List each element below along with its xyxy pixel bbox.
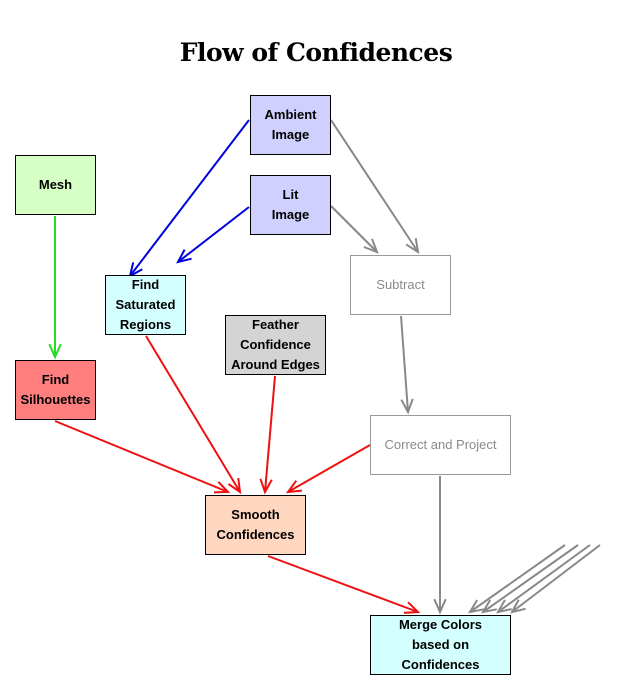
- edge-line: [482, 544, 579, 613]
- edge-line: [177, 206, 250, 263]
- node-subtract: Subtract: [350, 255, 451, 315]
- edge-arrowhead: [176, 249, 192, 264]
- edge-arrowhead: [510, 599, 526, 614]
- node-feather-confidence-label: Feather Confidence Around Edges: [231, 317, 320, 372]
- edge-mesh-to-find-silhouettes: [48, 216, 62, 360]
- node-find-silhouettes: Find Silhouettes: [15, 360, 96, 420]
- edge-ambient-to-subtract: [330, 119, 420, 255]
- node-correct-and-project-label: Correct and Project: [384, 437, 497, 452]
- node-find-saturated-regions: Find Saturated Regions: [105, 275, 186, 335]
- edge-line: [330, 119, 419, 253]
- edge-line: [267, 555, 419, 613]
- edge-arrowhead: [496, 599, 512, 614]
- node-mesh-label: Mesh: [38, 177, 73, 192]
- edge-line: [469, 544, 566, 613]
- edge-smooth-to-merge: [267, 555, 421, 614]
- node-lit-image-label: Lit Image: [271, 187, 310, 222]
- edge-arrowhead: [259, 478, 273, 495]
- edge-arrowhead: [363, 238, 379, 254]
- edge-arrowhead: [400, 398, 414, 415]
- edge-line: [129, 119, 250, 277]
- node-correct-and-project: Correct and Project: [370, 415, 511, 475]
- edge-arrowhead: [405, 238, 420, 255]
- node-feather-confidence: Feather Confidence Around Edges: [225, 315, 326, 375]
- edge-line: [497, 544, 591, 613]
- node-smooth-confidences: Smooth Confidences: [205, 495, 306, 555]
- node-find-saturated-regions-label: Find Saturated Regions: [115, 277, 176, 332]
- edge-correct-project-to-smooth: [285, 444, 371, 494]
- edge-arrowhead: [433, 598, 447, 615]
- edge-off-page-to-merge: [510, 544, 601, 614]
- node-merge-colors: Merge Colors based on Confidences: [370, 615, 511, 675]
- edge-line: [264, 375, 276, 493]
- node-ambient-image-label: Ambient Image: [264, 107, 317, 142]
- edge-line: [287, 444, 371, 493]
- node-lit-image: Lit Image: [250, 175, 331, 235]
- node-subtract-label: Subtract: [376, 277, 425, 292]
- edge-arrowhead: [403, 601, 421, 614]
- edge-off-page-to-merge: [496, 544, 591, 614]
- edge-subtract-to-correct-project: [400, 315, 414, 415]
- edge-line: [54, 420, 229, 493]
- node-smooth-confidences-label: Smooth Confidences: [216, 507, 295, 542]
- edge-line: [330, 205, 378, 253]
- node-mesh: Mesh: [15, 155, 96, 215]
- edge-find-saturated-to-smooth: [145, 335, 242, 495]
- node-find-silhouettes-label: Find Silhouettes: [20, 372, 91, 407]
- edge-arrowhead: [480, 599, 497, 614]
- edge-arrowhead: [213, 481, 231, 494]
- edge-lit-to-subtract: [330, 205, 379, 254]
- edge-feather-to-smooth: [259, 375, 276, 495]
- edge-arrowhead: [285, 480, 303, 494]
- edge-line: [400, 315, 409, 413]
- edge-off-page-to-merge: [467, 544, 566, 614]
- node-merge-colors-label: Merge Colors based on Confidences: [398, 617, 483, 672]
- edge-find-silhouettes-to-smooth: [54, 420, 231, 494]
- edge-line: [145, 335, 241, 493]
- edge-arrowhead: [48, 343, 62, 360]
- edge-arrowhead: [467, 599, 484, 614]
- edge-lit-to-find-saturated: [176, 206, 250, 264]
- edge-correct-project-to-merge: [433, 476, 447, 615]
- edge-line: [511, 544, 601, 613]
- diagram-title: Flow of Confidences: [179, 38, 453, 67]
- edge-off-page-to-merge: [480, 544, 579, 614]
- edge-arrowhead: [227, 477, 242, 495]
- node-ambient-image: Ambient Image: [250, 95, 331, 155]
